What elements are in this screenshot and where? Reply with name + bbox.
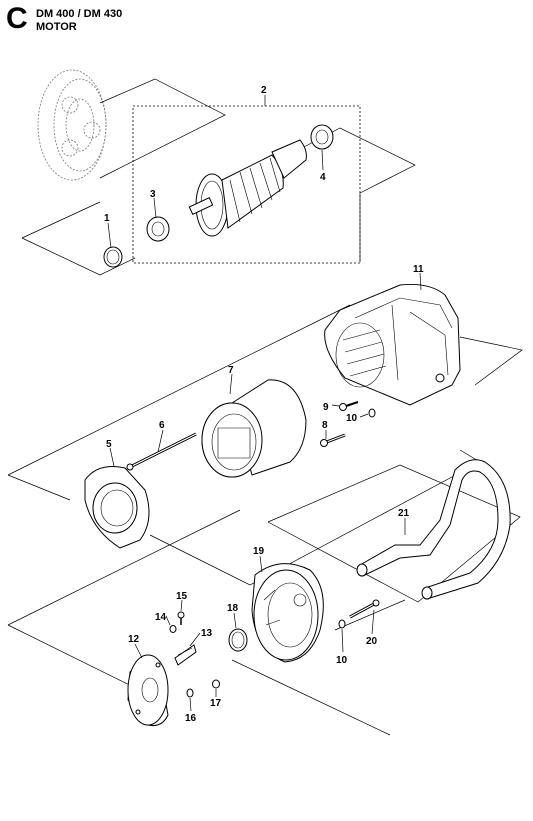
callout-21: 21 [398,508,410,519]
callout-13: 13 [201,628,213,639]
washer-14 [169,625,177,633]
screw-15 [177,611,185,625]
bearing-lower [146,216,170,242]
clamp [174,644,197,666]
o-ring [228,628,248,652]
callout-15: 15 [176,591,188,602]
screw-8 [320,433,346,447]
section-letter: C [6,2,28,35]
callout-1: 1 [104,213,110,224]
fan-ghost [37,69,107,181]
callout-18: 18 [227,603,239,614]
stator [201,379,307,478]
callout-14: 14 [155,612,167,623]
armature-assembly-box [132,105,361,264]
diagram-title: MOTOR [36,21,77,33]
callout-12: 12 [128,634,140,645]
callout-10-upper: 10 [346,413,358,424]
callout-6: 6 [159,420,165,431]
assembly-plane-bottom [7,509,406,736]
callout-19: 19 [253,546,265,557]
callout-4: 4 [320,172,326,183]
callout-20: 20 [366,636,378,647]
callout-7: 7 [228,365,234,376]
end-shield [251,563,324,663]
washer-10-upper [368,408,376,418]
assembly-plane-middle [7,304,523,586]
screw-20 [349,599,380,619]
brush-holder-plate [84,466,150,549]
callout-8: 8 [322,420,328,431]
washer-10-lower [338,619,346,629]
armature [188,139,307,237]
washer-16 [186,688,194,698]
nut-17 [212,679,220,689]
callout-5: 5 [106,439,112,450]
screw-9 [339,401,359,411]
stator-screw [126,432,197,471]
bearing-upper [310,124,334,150]
callout-9: 9 [323,402,329,413]
bearing-plate [127,654,169,726]
diagram-header: C DM 400 / DM 430 MOTOR [0,0,200,40]
motor-housing [324,284,461,406]
callout-10-lower: 10 [336,655,348,666]
leader-lines [107,95,422,712]
circlip [103,246,123,268]
model-names: DM 400 / DM 430 [36,8,123,20]
handle [267,459,521,603]
callout-11: 11 [413,264,424,275]
callout-3: 3 [150,189,156,200]
callout-2: 2 [261,85,267,96]
callout-16: 16 [185,713,197,724]
callout-17: 17 [210,698,222,709]
